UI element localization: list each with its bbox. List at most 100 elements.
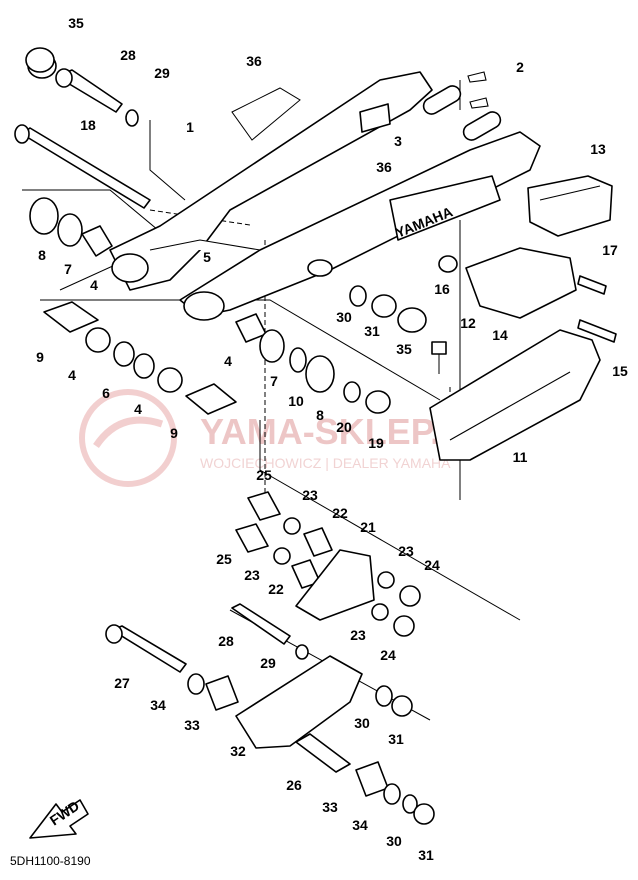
part-17-bolt <box>577 275 607 295</box>
callout-29: 29 <box>154 65 170 81</box>
callout-23: 23 <box>244 567 260 583</box>
part-34-seal-a <box>187 673 205 695</box>
part-23-seal-b <box>273 547 291 565</box>
callout-4: 4 <box>68 367 76 383</box>
part-29-washer <box>125 109 139 127</box>
fwd-arrow-icon: FWD <box>29 797 89 839</box>
part-6-bearing-b <box>133 353 155 379</box>
part-12-screw <box>431 341 447 374</box>
part-14-guide-plate <box>465 247 577 319</box>
part-21-relay-arm <box>295 549 375 621</box>
callout-20: 20 <box>336 419 352 435</box>
callout-35: 35 <box>396 341 412 357</box>
callout-9: 9 <box>36 349 44 365</box>
callout-13: 13 <box>590 141 606 157</box>
callout-27: 27 <box>114 675 130 691</box>
part-6-bearing-a <box>113 341 135 367</box>
callout-18: 18 <box>80 117 96 133</box>
part-23-seal-a <box>283 517 301 535</box>
callout-33: 33 <box>322 799 338 815</box>
part-23-seal-c <box>377 571 395 589</box>
part-3-chain-adjusters <box>422 85 502 141</box>
part-35-cap <box>25 47 57 79</box>
callout-4: 4 <box>224 353 232 369</box>
part-28-bolt-b <box>231 603 291 645</box>
part-8-seal-b <box>305 355 335 393</box>
part-24-collar-b <box>393 615 415 637</box>
part-9-collar-b <box>185 383 237 415</box>
part-29-washer-b <box>295 644 309 660</box>
callout-30: 30 <box>386 833 402 849</box>
diagram-code: 5DH1100-8190 <box>10 854 91 868</box>
left-bearing-group <box>29 197 113 257</box>
part-31-nut-b <box>391 695 413 717</box>
part-31-nut <box>371 294 397 318</box>
callout-8: 8 <box>38 247 46 263</box>
callout-7: 7 <box>64 261 72 277</box>
part-33-collar-b <box>355 761 389 797</box>
callout-4: 4 <box>90 277 98 293</box>
callout-23: 23 <box>302 487 318 503</box>
part-31-nut-c <box>413 803 435 825</box>
callout-34: 34 <box>150 697 166 713</box>
callout-30: 30 <box>354 715 370 731</box>
callout-25: 25 <box>256 467 272 483</box>
callout-35: 35 <box>68 15 84 31</box>
callout-36: 36 <box>376 159 392 175</box>
callout-19: 19 <box>368 435 384 451</box>
callout-34: 34 <box>352 817 368 833</box>
part-8-seal <box>29 197 59 235</box>
part-18-pivot-shaft <box>14 124 151 209</box>
callout-28: 28 <box>120 47 136 63</box>
callout-15: 15 <box>612 363 628 379</box>
callout-23: 23 <box>350 627 366 643</box>
callout-11: 11 <box>513 449 528 465</box>
part-2-screws <box>467 71 489 109</box>
part-34-seal-b <box>383 783 401 805</box>
callout-29: 29 <box>260 655 276 671</box>
center-bearing-group <box>235 313 391 414</box>
callout-32: 32 <box>230 743 246 759</box>
connecting-rod-group <box>187 655 435 825</box>
callout-9: 9 <box>170 425 178 441</box>
part-7-bearing <box>57 213 83 247</box>
callout-21: 21 <box>360 519 376 535</box>
part-7-bearing-b <box>259 329 285 363</box>
part-11-chain-support <box>429 329 601 461</box>
callout-10: 10 <box>288 393 304 409</box>
callout-36: 36 <box>246 53 262 69</box>
callout-33: 33 <box>184 717 200 733</box>
callout-14: 14 <box>492 327 508 343</box>
callout-6: 6 <box>102 385 110 401</box>
part-35-cap-b <box>397 307 427 333</box>
watermark-subtitle: WOJCIECHOWICZ | DEALER YAMAHA <box>200 455 451 471</box>
part-10-washer <box>289 347 307 373</box>
part-25-collar-b <box>235 523 269 553</box>
relay-arm-group <box>235 491 421 637</box>
part-1-swingarm: YAMAHA <box>109 71 541 321</box>
callout-24: 24 <box>424 557 440 573</box>
callout-5: 5 <box>203 249 211 265</box>
part-28-bolt <box>55 68 123 113</box>
callout-25: 25 <box>216 551 232 567</box>
callout-4: 4 <box>134 401 142 417</box>
part-20-washer <box>343 381 361 403</box>
callout-28: 28 <box>218 633 234 649</box>
callout-7: 7 <box>270 373 278 389</box>
part-30-washer <box>349 285 367 307</box>
watermark-logo-icon <box>79 389 177 487</box>
part-19-nut <box>365 390 391 414</box>
part-30-washer-b <box>375 685 393 707</box>
part-9-collar <box>43 301 99 333</box>
callout-2: 2 <box>516 59 524 75</box>
callout-3: 3 <box>394 133 402 149</box>
part-23-seal-d <box>371 603 389 621</box>
callout-26: 26 <box>286 777 302 793</box>
callout-31: 31 <box>388 731 404 747</box>
callout-30: 30 <box>336 309 352 325</box>
part-25-collar-a <box>247 491 281 521</box>
part-26-collar <box>295 733 351 773</box>
part-15-bolt <box>577 319 617 343</box>
